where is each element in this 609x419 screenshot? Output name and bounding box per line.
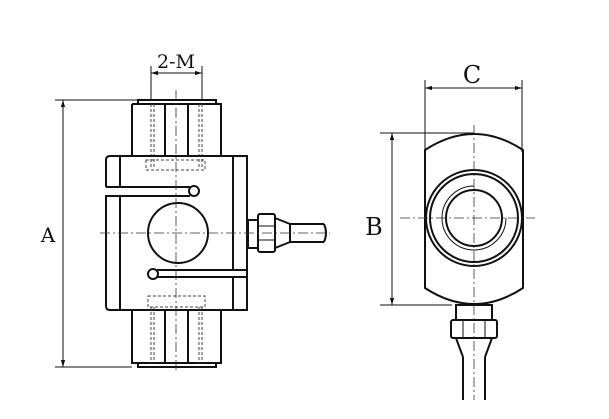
dimension-2m-label: 2-M xyxy=(157,51,195,73)
thread-arc xyxy=(441,185,507,251)
top-mount xyxy=(131,99,222,171)
dimension-b-label: B xyxy=(365,213,383,241)
dimension-c xyxy=(424,80,523,152)
side-view: C B xyxy=(365,61,535,400)
front-view: 2-M xyxy=(40,51,330,372)
side-body xyxy=(424,133,524,305)
bottom-mount xyxy=(131,307,222,368)
dimension-a xyxy=(55,99,138,368)
dimension-2m xyxy=(150,66,203,100)
dimension-b xyxy=(380,132,474,306)
dimension-a-label: A xyxy=(40,223,56,247)
dimension-c-label: C xyxy=(463,61,481,89)
